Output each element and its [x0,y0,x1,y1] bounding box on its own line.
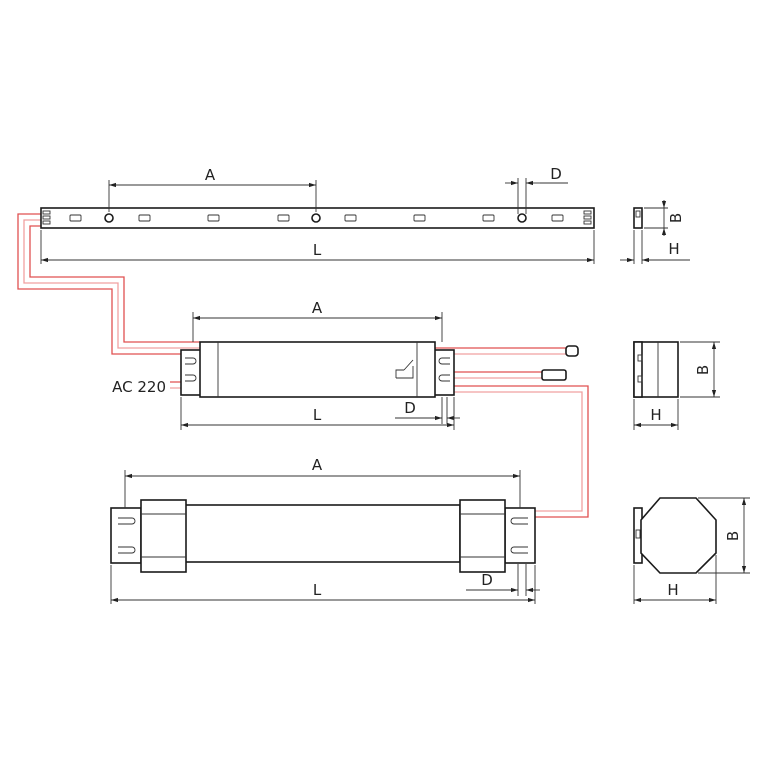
driver-body [199,341,436,398]
lamp-tube: A D L [110,456,540,604]
driver-left-bracket [180,349,202,396]
wiring [17,213,589,518]
driver-dim-h-label: H [650,406,661,424]
driver-dimension-d: D [395,397,460,424]
strip-body [40,207,595,229]
strip-dim-d-label: D [550,165,562,183]
tube-octagon-profile [640,497,717,574]
strip-dim-b-label: B [667,213,685,223]
driver-dim-d-label: D [404,399,416,417]
strip-slots [69,214,564,222]
led-strip: A D L [40,165,595,264]
tube-right-bracket [504,507,536,564]
tube-side-view: B H [633,497,750,604]
strip-mounting-holes [104,213,527,223]
strip-dim-a-label: A [205,166,216,184]
driver-dimension-l: L [180,397,455,430]
tube-dimension-l: L [110,565,536,604]
tube-body [184,504,461,563]
tube-dim-d-label: D [481,571,493,589]
lead-connector [541,345,579,381]
driver-output-wire [435,347,589,518]
strip-dim-h-label: H [668,240,679,258]
switch-icon [395,359,414,379]
strip-right-contacts [583,210,592,225]
tube-right-cap [459,499,506,573]
strip-dimension-d: D [505,165,568,214]
strip-side-view: B H [620,200,690,264]
driver-dim-l-label: L [313,406,322,424]
driver-dim-b-label: B [694,365,712,375]
driver-dim-a-label: A [312,299,323,317]
tube-dimension-a: A [124,456,521,508]
tube-dim-h-label: H [667,581,678,599]
strip-dimension-a: A [108,166,317,212]
tube-dim-l-label: L [313,581,322,599]
tube-left-cap [140,499,187,573]
tube-dimension-d: D [466,564,540,596]
tube-dim-a-label: A [312,456,323,474]
tube-left-bracket [110,507,142,564]
driver-dimension-a: A [192,299,443,342]
strip-to-driver-wire [17,213,200,355]
tube-dim-b-label: B [724,531,742,541]
driver: A D L AC 220 [112,299,579,430]
driver-side-view: B H [633,341,720,430]
strip-dim-l-label: L [313,241,322,259]
strip-profile [633,207,643,229]
strip-dimension-l: L [40,230,595,264]
supply-label: AC 220 [112,378,166,396]
driver-right-bracket [433,349,455,396]
strip-left-contacts [42,210,51,225]
